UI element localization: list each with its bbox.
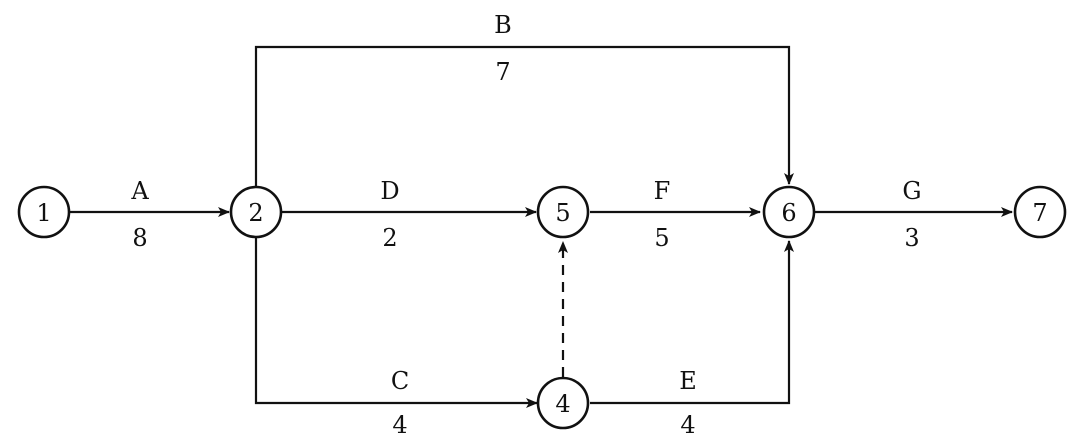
edge-b bbox=[254, 45, 794, 186]
node-1-label: 1 bbox=[36, 199, 51, 227]
node-6: 6 bbox=[762, 185, 816, 239]
node-2-label: 2 bbox=[248, 199, 263, 227]
node-5-label: 5 bbox=[555, 199, 570, 227]
edge-e bbox=[590, 240, 794, 405]
node-6-label: 6 bbox=[781, 199, 796, 227]
activity-b-duration: 7 bbox=[495, 58, 510, 86]
activity-e-label: E bbox=[679, 367, 697, 395]
activity-f-duration: 5 bbox=[654, 224, 669, 252]
node-4: 4 bbox=[536, 376, 590, 430]
node-4-label: 4 bbox=[555, 390, 570, 418]
activity-c-duration: 4 bbox=[392, 411, 407, 439]
node-7-label: 7 bbox=[1032, 199, 1047, 227]
activity-c-label: C bbox=[391, 367, 409, 395]
node-5: 5 bbox=[536, 185, 590, 239]
activity-f-label: F bbox=[654, 177, 671, 205]
activity-a-duration: 8 bbox=[132, 224, 147, 252]
node-2: 2 bbox=[229, 185, 283, 239]
activity-e-duration: 4 bbox=[680, 411, 695, 439]
activity-d-label: D bbox=[380, 177, 399, 205]
activity-b-label: B bbox=[494, 11, 512, 39]
activity-d-duration: 2 bbox=[382, 224, 397, 252]
activity-g-duration: 3 bbox=[904, 224, 919, 252]
node-7: 7 bbox=[1013, 185, 1067, 239]
activity-g-label: G bbox=[902, 177, 921, 205]
edge-c bbox=[254, 238, 538, 408]
node-1: 1 bbox=[17, 185, 71, 239]
activity-a-label: A bbox=[130, 177, 149, 205]
